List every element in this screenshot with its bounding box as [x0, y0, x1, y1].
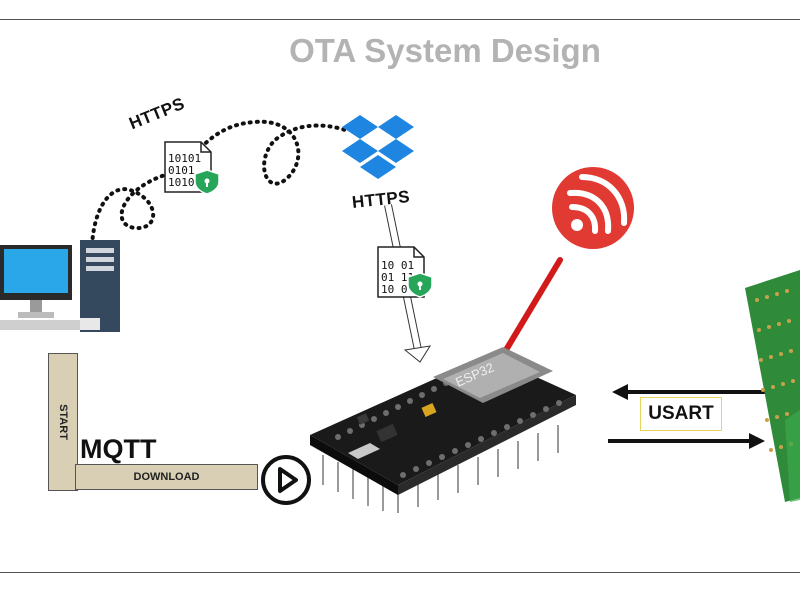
diagram-title: OTA System Design	[289, 32, 601, 69]
bottom-border	[0, 572, 800, 573]
binary-file-icon: 10 01 01 11 10 0	[376, 245, 436, 301]
https-dotted-path	[90, 119, 347, 247]
file-line-3: 10 0	[381, 283, 408, 296]
pcb-board-icon	[745, 270, 800, 505]
usart-arrow-left	[612, 384, 765, 400]
dropbox-icon	[342, 115, 414, 181]
usart-arrow-right	[608, 433, 765, 449]
antenna-line	[497, 257, 563, 363]
play-button-icon[interactable]	[260, 454, 312, 506]
file-line-2: 0101	[168, 164, 195, 177]
top-border	[0, 19, 800, 20]
usart-label: USART	[640, 397, 722, 431]
esp32-board-icon: ESP32	[308, 335, 578, 515]
file-line-1: 10 01	[381, 259, 414, 272]
file-line-3: 1010	[168, 176, 195, 189]
lock-shield-icon	[194, 169, 220, 195]
start-label: START	[57, 404, 69, 440]
download-bar: DOWNLOAD	[75, 464, 258, 490]
file-line-1: 10101	[168, 152, 201, 165]
lock-shield-icon	[407, 272, 433, 298]
binary-file-icon: 10101 0101 1010	[163, 140, 223, 196]
desktop-computer-icon	[0, 240, 125, 335]
mqtt-label: MQTT	[80, 434, 157, 464]
file-line-2: 01 11	[381, 271, 414, 284]
espressif-logo-icon	[550, 165, 636, 251]
start-bar: START	[48, 353, 78, 491]
